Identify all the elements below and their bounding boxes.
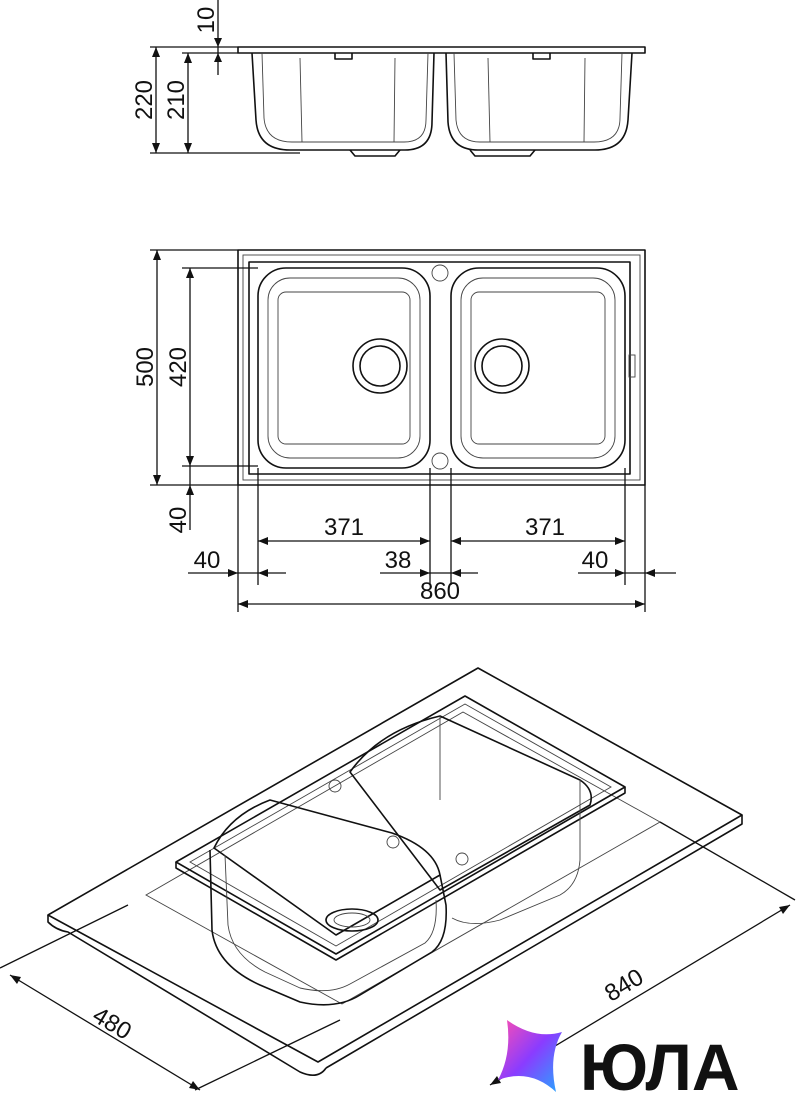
- dim-top-bowl-right: 371: [525, 514, 565, 541]
- dim-top-width-total: 500: [132, 347, 159, 387]
- dim-side-bowl-depth: 210: [163, 80, 190, 120]
- logo-text: ЮЛА: [580, 1030, 740, 1100]
- dim-side-total-height: 220: [131, 80, 158, 120]
- dim-iso-cutout-depth: 480: [88, 1002, 136, 1046]
- youla-star-icon: [498, 1020, 562, 1092]
- dim-iso-cutout-length: 840: [600, 964, 648, 1008]
- dim-top-divider: 38: [385, 547, 412, 574]
- dim-top-width-bowl: 420: [165, 347, 192, 387]
- youla-logo: ЮЛА: [498, 1020, 740, 1100]
- dim-top-left-margin: 40: [194, 547, 221, 574]
- dim-top-bowl-left: 371: [324, 514, 364, 541]
- dim-top-length-total: 860: [420, 578, 460, 605]
- side-view: [150, 0, 646, 157]
- dim-side-rim: 10: [193, 7, 220, 34]
- top-view: [150, 249, 676, 612]
- isometric-view: [0, 667, 796, 1091]
- dim-top-front-margin: 40: [165, 507, 192, 534]
- dim-top-right-margin: 40: [582, 547, 609, 574]
